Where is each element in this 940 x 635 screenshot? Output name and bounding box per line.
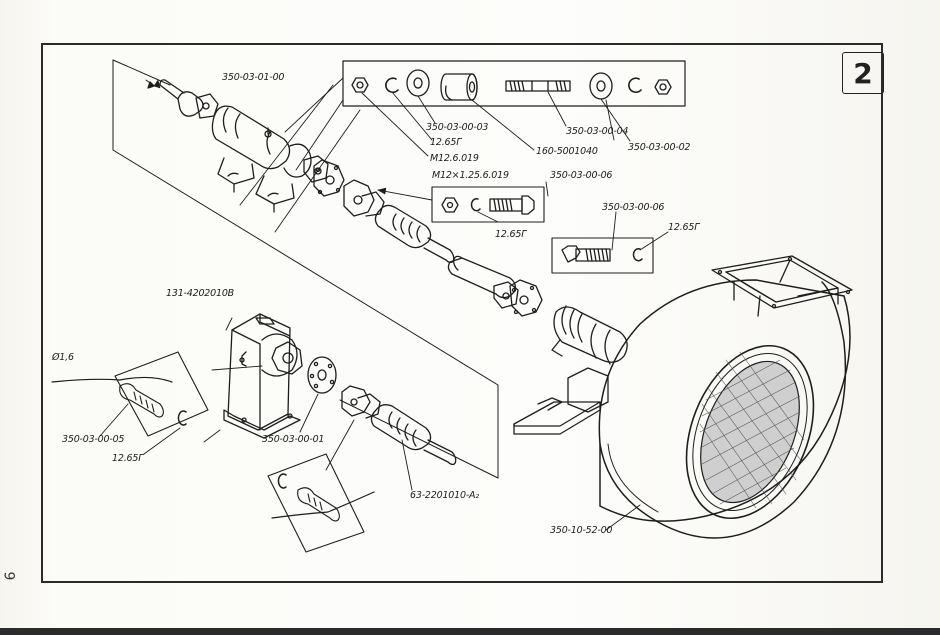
callout-wire: Ø1,6 xyxy=(52,352,74,363)
callout-bolt-a: 350-03-00-06 xyxy=(550,170,613,181)
bottom-cardan-shaft xyxy=(341,385,457,466)
callout-blower: 350-10-52-00 xyxy=(550,525,613,536)
flange-icon xyxy=(313,159,345,197)
callout-gearbox: 131-4202010В xyxy=(166,288,234,299)
bolt-icon xyxy=(561,245,611,263)
flat-washer-icon xyxy=(589,72,613,100)
callout-bushing: 160-5001040 xyxy=(536,146,598,157)
assembly-guide-band xyxy=(112,59,499,479)
intermediate-shaft-assembly xyxy=(145,79,345,213)
spring-washer-icon xyxy=(277,473,287,489)
spring-washer-icon xyxy=(632,247,643,262)
callout-nut-a: М12.6.019 xyxy=(430,153,479,164)
spring-washer-icon xyxy=(177,410,187,426)
lower-cardan-shaft xyxy=(447,255,543,317)
spring-washer-icon xyxy=(385,77,399,94)
hardware-kit-box-right xyxy=(551,237,654,274)
pin-kit-box-bottom xyxy=(267,453,375,553)
motor-bracket-icon xyxy=(513,367,609,435)
callout-bolt-b: 350-03-00-06 xyxy=(602,202,665,213)
flat-washer-icon xyxy=(406,69,430,97)
outlet-flange-icon xyxy=(711,255,853,317)
callout-washer-spring-b: 12.65Г xyxy=(495,229,527,240)
nut-icon xyxy=(441,197,459,213)
leader-lines-lower xyxy=(99,99,669,531)
callout-flange-disc: 350-03-00-01 xyxy=(262,434,325,445)
page-bottom-edge xyxy=(0,628,940,635)
drawing-frame xyxy=(41,43,883,583)
callout-washer-b: 350-03-00-02 xyxy=(628,142,691,153)
stud-icon xyxy=(505,80,571,92)
hardware-kit-box-top xyxy=(342,60,686,107)
hardware-kit-box-middle xyxy=(377,186,545,223)
spring-washer-icon xyxy=(470,197,481,212)
callout-washer-a: 350-03-00-03 xyxy=(426,122,489,133)
callout-nut-b: М12×1.25.6.019 xyxy=(432,170,509,181)
callout-washer-spring-a: 12.65Г xyxy=(430,137,462,148)
callout-cardan-shaft: 63-2201010-А₂ xyxy=(410,490,479,501)
upper-cardan-shaft xyxy=(343,179,455,264)
gearbox-icon xyxy=(223,313,303,439)
nut-icon xyxy=(654,79,672,95)
motor-shaft-icon xyxy=(551,305,628,365)
nut-icon xyxy=(351,77,369,93)
callout-washer-spring-d: 12.65Г xyxy=(112,453,144,464)
pin-kit-box-left xyxy=(51,351,209,437)
callout-shaft-assembly: 350-03-01-00 xyxy=(222,72,285,83)
callout-stud: 350-03-00-04 xyxy=(566,126,629,137)
bolt-icon xyxy=(489,195,535,215)
figure-number-box: 2 xyxy=(842,52,884,94)
arrow-icon xyxy=(153,79,161,89)
spring-washer-icon xyxy=(628,77,642,94)
centrifugal-blower-icon xyxy=(513,255,853,539)
callout-pin: 350-03-00-05 xyxy=(62,434,125,445)
support-bracket-icon xyxy=(217,157,295,213)
bushing-icon xyxy=(440,73,478,101)
flange-disc-icon xyxy=(307,356,337,394)
leader-lines-top xyxy=(239,77,631,233)
callout-washer-spring-c: 12.65Г xyxy=(668,222,700,233)
universal-joint-icon xyxy=(177,91,219,119)
